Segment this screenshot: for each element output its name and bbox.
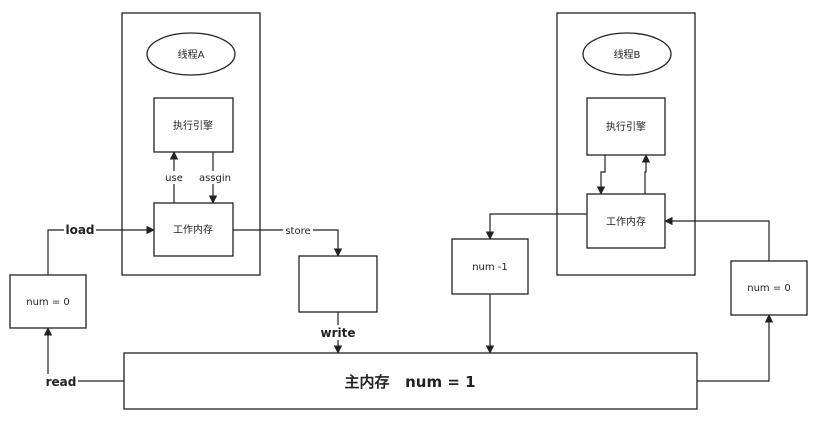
thread-a-engine-box bbox=[153, 97, 234, 153]
right-to-memory-arrow bbox=[664, 216, 770, 261]
thread-a-ellipse bbox=[146, 32, 236, 76]
thread-a-engine-label: 执行引擎 bbox=[173, 119, 213, 132]
store-buffer-box bbox=[298, 255, 378, 313]
memory-to-minus-arrow bbox=[485, 213, 587, 240]
thread-b-engine-to-memory-arrow bbox=[596, 155, 606, 195]
main-memory-box bbox=[123, 352, 698, 410]
thread-a-working-memory-label: 工作内存 bbox=[173, 223, 213, 236]
read-label: read bbox=[46, 375, 77, 389]
minus-label: num -1 bbox=[472, 262, 508, 273]
thread-b-label: 线程B bbox=[614, 48, 641, 61]
write-label: write bbox=[321, 326, 356, 340]
store-arrow bbox=[233, 229, 343, 257]
thread-a-working-memory-box bbox=[153, 202, 234, 257]
assign-label: assgin bbox=[199, 173, 231, 184]
left-value-label: num = 0 bbox=[26, 297, 70, 308]
use-label: use bbox=[165, 173, 183, 184]
minus-box bbox=[451, 238, 529, 295]
thread-b-engine-label: 执行引擎 bbox=[606, 120, 646, 133]
load-label: load bbox=[65, 223, 94, 237]
thread-b-memory-to-engine-arrow bbox=[641, 154, 651, 194]
thread-b-engine-box bbox=[586, 97, 666, 156]
right-value-label: num = 0 bbox=[747, 283, 791, 294]
main-to-right-arrow bbox=[697, 314, 774, 382]
store-label: store bbox=[285, 226, 310, 237]
left-value-box bbox=[9, 274, 87, 329]
thread-b-ellipse bbox=[582, 32, 672, 76]
main-memory-label: 主内存 num = 1 bbox=[344, 373, 475, 391]
thread-b-working-memory-label: 工作内存 bbox=[606, 215, 646, 228]
read-arrow bbox=[43, 327, 124, 382]
load-arrow bbox=[47, 225, 155, 275]
thread-a-label: 线程A bbox=[178, 48, 205, 61]
